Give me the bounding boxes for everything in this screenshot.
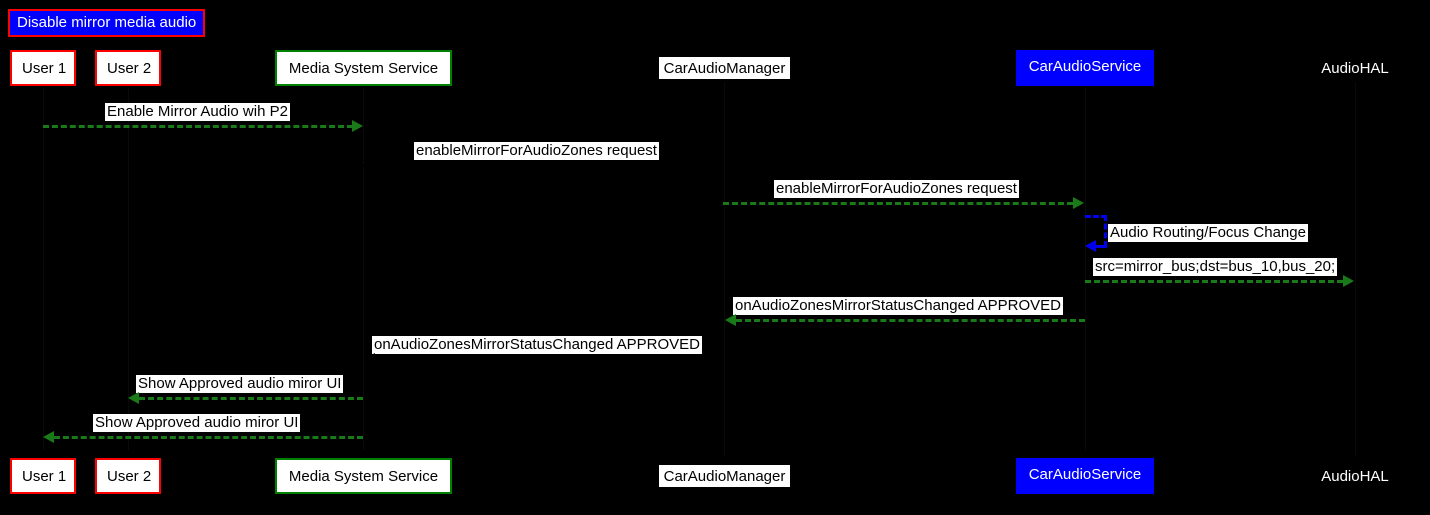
- message-line-enablemirrorforaudiozones-request-2: [723, 202, 1073, 205]
- message-line-enable-mirror-audio: [43, 125, 353, 128]
- message-label-show-approved-ui-user1: Show Approved audio miror UI: [93, 414, 301, 432]
- selfloop-top-segment: [1085, 215, 1107, 218]
- lifeline-caraudiomanager: [724, 82, 725, 456]
- selfloop-bottom-segment: [1096, 245, 1107, 248]
- arrow-head-left-icon: [128, 392, 139, 404]
- message-label-onaudiozonesmirrorstatuschanged-1: onAudioZonesMirrorStatusChanged APPROVED: [733, 297, 1064, 315]
- message-line-show-approved-ui-user1: [54, 436, 363, 439]
- message-label-enable-mirror-audio: Enable Mirror Audio wih P2: [105, 103, 290, 121]
- message-label-audio-routing-focus-change: Audio Routing/Focus Change: [1108, 224, 1308, 242]
- arrow-head-right-hidden-icon: [712, 159, 723, 171]
- lifeline-user1: [43, 88, 44, 450]
- message-line-show-approved-ui-user2: [139, 397, 363, 400]
- participant-footer-caraudiomanager[interactable]: CarAudioManager: [659, 465, 790, 487]
- arrow-head-right-icon: [1073, 197, 1084, 209]
- participant-footer-caraudioservice[interactable]: CarAudioService: [1016, 458, 1154, 494]
- arrow-head-left-icon: [725, 314, 736, 326]
- message-line-enablemirrorforaudiozones-request-1: [363, 164, 713, 167]
- arrow-head-left-icon: [43, 431, 54, 443]
- participant-header-mediasystemservice[interactable]: Media System Service: [275, 50, 452, 86]
- message-line-src-mirror-bus: [1085, 280, 1343, 283]
- lifeline-user2: [128, 88, 129, 450]
- arrow-head-left-blue-icon: [1085, 240, 1096, 252]
- participant-footer-user1[interactable]: User 1: [10, 458, 76, 494]
- message-line-onaudiozonesmirrorstatuschanged-2: [375, 358, 724, 361]
- selfloop-vertical-segment: [1104, 215, 1107, 247]
- participant-footer-user2[interactable]: User 2: [95, 458, 161, 494]
- message-label-enablemirrorforaudiozones-request-1: enableMirrorForAudioZones request: [414, 142, 659, 160]
- participant-header-caraudiomanager[interactable]: CarAudioManager: [659, 57, 790, 79]
- lifeline-audiohal: [1355, 82, 1356, 456]
- message-line-onaudiozonesmirrorstatuschanged-1: [736, 319, 1085, 322]
- message-label-src-mirror-bus: src=mirror_bus;dst=bus_10,bus_20;: [1093, 258, 1338, 276]
- participant-header-audiohal[interactable]: AudioHAL: [1321, 60, 1389, 77]
- arrow-head-left-hidden-icon: [364, 353, 375, 365]
- participant-footer-mediasystemservice[interactable]: Media System Service: [275, 458, 452, 494]
- participant-header-user1[interactable]: User 1: [10, 50, 76, 86]
- lifeline-caraudioservice: [1085, 88, 1086, 450]
- message-label-enablemirrorforaudiozones-request-2: enableMirrorForAudioZones request: [774, 180, 1019, 198]
- arrow-head-right-icon: [352, 120, 363, 132]
- arrow-head-right-icon: [1343, 275, 1354, 287]
- diagram-title-banner: Disable mirror media audio: [8, 9, 206, 37]
- participant-footer-audiohal[interactable]: AudioHAL: [1321, 468, 1389, 485]
- lifeline-mediasystemservice: [363, 88, 364, 450]
- message-label-show-approved-ui-user2: Show Approved audio miror UI: [136, 375, 344, 393]
- participant-header-user2[interactable]: User 2: [95, 50, 161, 86]
- message-label-onaudiozonesmirrorstatuschanged-2: onAudioZonesMirrorStatusChanged APPROVED: [372, 336, 703, 354]
- participant-header-caraudioservice[interactable]: CarAudioService: [1016, 50, 1154, 86]
